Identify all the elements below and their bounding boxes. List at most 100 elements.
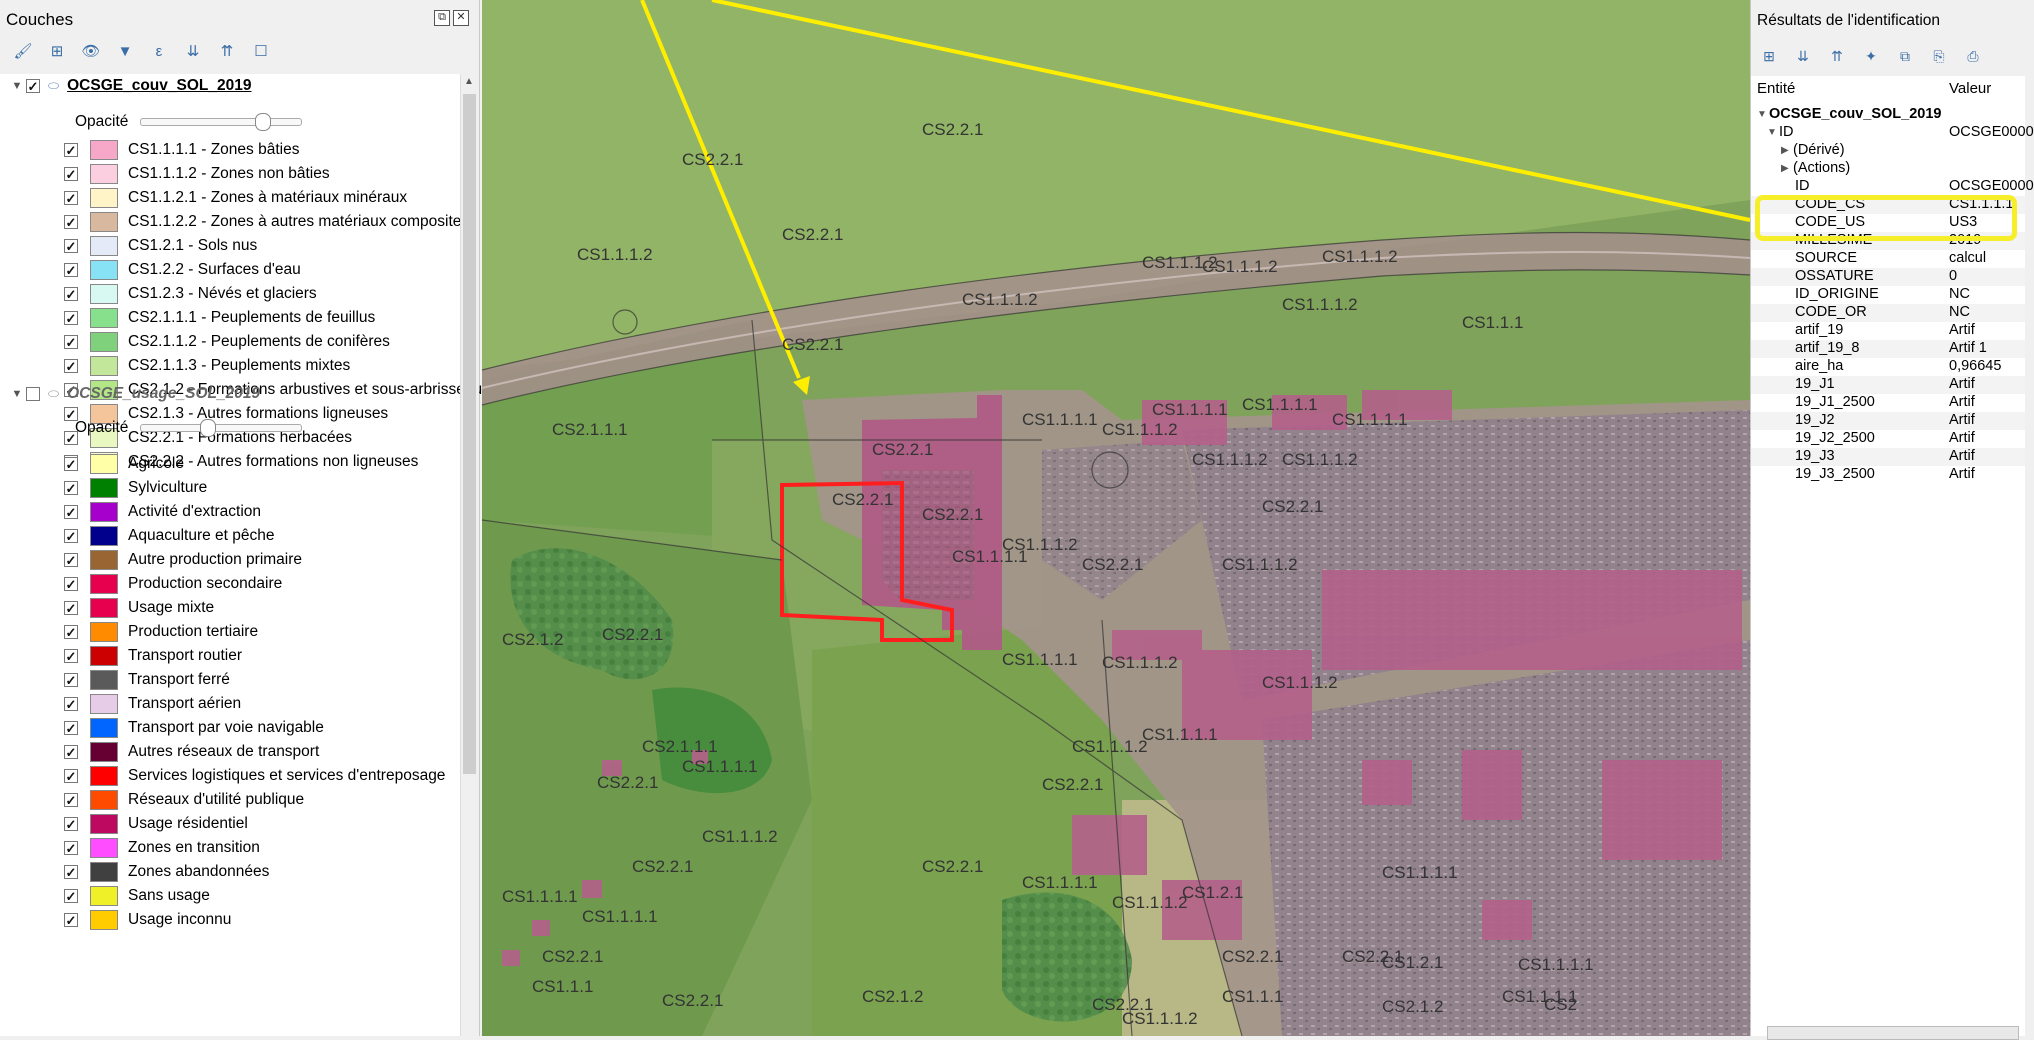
expand-arrow-icon[interactable]: ▼ (11, 388, 23, 400)
expand-all-icon[interactable]: ⇊ (186, 43, 200, 60)
legend-item-checkbox[interactable]: ✓ (64, 383, 78, 398)
legend-item[interactable]: ✓CS1.2.1 - Sols nus (64, 234, 257, 258)
legend-item[interactable]: ✓Agricole (64, 452, 184, 476)
legend-item-checkbox[interactable]: ✓ (64, 769, 78, 784)
legend-item-checkbox[interactable]: ✓ (64, 481, 78, 496)
scroll-up-icon[interactable]: ▲ (464, 76, 474, 87)
legend-item[interactable]: ✓Transport routier (64, 644, 242, 668)
legend-item[interactable]: ✓Autre production primaire (64, 548, 302, 572)
legend-item-checkbox[interactable]: ✓ (64, 505, 78, 520)
legend-item[interactable]: ✓Transport ferré (64, 668, 230, 692)
result-feature-node[interactable]: ▼ ID OCSGE0000 (1751, 124, 2034, 142)
legend-item[interactable]: ✓CS1.2.3 - Névés et glaciers (64, 282, 317, 306)
legend-item-checkbox[interactable]: ✓ (64, 625, 78, 640)
opacity-slider[interactable] (140, 113, 303, 131)
opacity-slider[interactable] (140, 419, 303, 437)
legend-item-checkbox[interactable]: ✓ (64, 865, 78, 880)
legend-item[interactable]: ✓Usage inconnu (64, 908, 231, 932)
float-panel-icon[interactable]: ⧉ (434, 10, 450, 26)
legend-item-checkbox[interactable]: ✓ (64, 457, 78, 472)
remove-layer-icon[interactable]: ☐ (254, 43, 268, 60)
legend-item[interactable]: ✓CS1.1.2.1 - Zones à matériaux minéraux (64, 186, 407, 210)
layer-group-couv[interactable]: ▼ ✓ ⬭ OCSGE_couv_SOL_2019 (8, 74, 252, 98)
legend-item[interactable]: ✓Sylviculture (64, 476, 207, 500)
layer-group-usage[interactable]: ▼ ⬭ OCSGE_usage_SOL_2019 (8, 382, 261, 406)
legend-item[interactable]: ✓Réseaux d'utilité publique (64, 788, 304, 812)
derived-node[interactable]: ▶ (Dérivé) (1751, 142, 2025, 160)
copy-icon[interactable]: ⎘ (1933, 47, 1945, 64)
legend-item[interactable]: ✓Production tertiaire (64, 620, 258, 644)
clear-results-icon[interactable]: ⧉ (1900, 47, 1910, 64)
legend-item-checkbox[interactable]: ✓ (64, 649, 78, 664)
legend-item[interactable]: ✓Sans usage (64, 884, 210, 908)
expand-arrow-icon[interactable]: ▼ (11, 80, 23, 92)
legend-item[interactable]: ✓CS2.1.2 - Formations arbustives et sous… (64, 378, 490, 402)
legend-item-checkbox[interactable]: ✓ (64, 215, 78, 230)
add-group-icon[interactable]: ⊞ (50, 43, 64, 60)
expand-icon[interactable]: ⊞ (1763, 47, 1775, 64)
collapse-arrow-icon[interactable]: ▶ (1781, 145, 1789, 156)
expand-arrow-icon[interactable]: ▼ (1767, 127, 1777, 138)
layer-checkbox[interactable]: ✓ (26, 79, 40, 94)
legend-item[interactable]: ✓Production secondaire (64, 572, 282, 596)
legend-item[interactable]: ✓Activité d'extraction (64, 500, 261, 524)
legend-item[interactable]: ✓Zones abandonnées (64, 860, 269, 884)
legend-item[interactable]: ✓Zones en transition (64, 836, 260, 860)
legend-item-checkbox[interactable]: ✓ (64, 335, 78, 350)
legend-item-checkbox[interactable]: ✓ (64, 889, 78, 904)
legend-item-checkbox[interactable]: ✓ (64, 359, 78, 374)
legend-item[interactable]: ✓CS2.1.1.1 - Peuplements de feuillus (64, 306, 375, 330)
legend-item-checkbox[interactable]: ✓ (64, 721, 78, 736)
legend-item[interactable]: ✓CS1.1.1.1 - Zones bâties (64, 138, 299, 162)
legend-item-checkbox[interactable]: ✓ (64, 553, 78, 568)
legend-item-checkbox[interactable]: ✓ (64, 287, 78, 302)
filter-icon[interactable]: ▼ (117, 42, 133, 60)
opacity-slider-handle[interactable] (255, 113, 272, 131)
expand-new-icon[interactable]: ✦ (1865, 47, 1877, 64)
legend-item[interactable]: ✓Usage mixte (64, 596, 214, 620)
legend-item[interactable]: ✓CS1.1.2.2 - Zones à autres matériaux co… (64, 210, 469, 234)
filter-expression-icon[interactable]: ε (155, 42, 163, 60)
print-icon[interactable]: ⎙ (1967, 47, 1979, 64)
collapse-arrow-icon[interactable]: ▶ (1781, 163, 1789, 174)
legend-item[interactable]: ✓Aquaculture et pêche (64, 524, 275, 548)
legend-item-checkbox[interactable]: ✓ (64, 745, 78, 760)
legend-item[interactable]: ✓CS1.1.1.2 - Zones non bâties (64, 162, 330, 186)
legend-item[interactable]: ✓CS2.2.1 - Formations herbacées (64, 426, 352, 450)
legend-item-checkbox[interactable]: ✓ (64, 577, 78, 592)
legend-item-checkbox[interactable]: ✓ (64, 143, 78, 158)
legend-item-checkbox[interactable]: ✓ (64, 601, 78, 616)
legend-item[interactable]: ✓CS2.1.1.3 - Peuplements mixtes (64, 354, 350, 378)
scrollbar-thumb[interactable] (463, 94, 476, 774)
actions-node[interactable]: ▶ (Actions) (1751, 160, 2025, 178)
legend-item-checkbox[interactable]: ✓ (64, 913, 78, 928)
eye-visibility-icon[interactable]: 👁 (81, 43, 101, 60)
legend-item-checkbox[interactable]: ✓ (64, 311, 78, 326)
legend-item[interactable]: ✓Services logistiques et services d'entr… (64, 764, 445, 788)
collapse-all-icon[interactable]: ⇈ (220, 43, 234, 60)
map-svg[interactable]: CS2.2.1CS2.2.1CS1.1.1.2CS2.2.1CS1.1.1.2C… (481, 0, 1751, 1037)
legend-item-checkbox[interactable]: ✓ (64, 167, 78, 182)
legend-item-checkbox[interactable]: ✓ (64, 407, 78, 422)
layer-tree-scrollbar[interactable]: ▲ (460, 74, 479, 1036)
expand-arrow-icon[interactable]: ▼ (1757, 109, 1767, 120)
result-layer-node[interactable]: ▼ OCSGE_couv_SOL_2019 (1751, 106, 2025, 124)
expand-all-icon[interactable]: ⇊ (1797, 47, 1809, 64)
legend-item-checkbox[interactable]: ✓ (64, 817, 78, 832)
legend-item-checkbox[interactable]: ✓ (64, 841, 78, 856)
legend-item-checkbox[interactable]: ✓ (64, 239, 78, 254)
legend-item[interactable]: ✓CS2.1.1.2 - Peuplements de conifères (64, 330, 390, 354)
legend-item-checkbox[interactable]: ✓ (64, 529, 78, 544)
